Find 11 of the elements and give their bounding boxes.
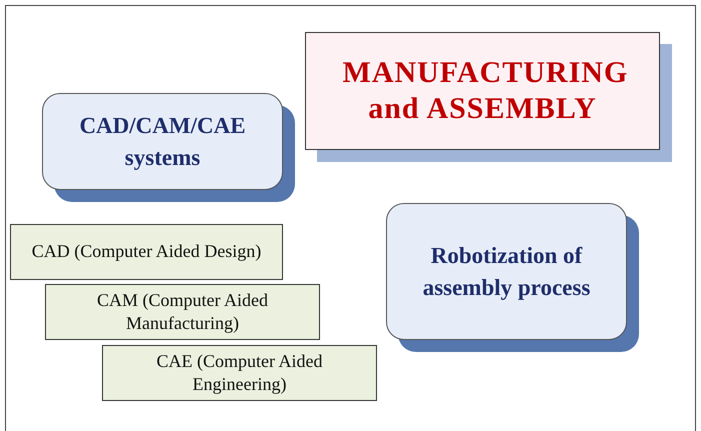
box-text: CAM (Computer Aided Manufacturing) xyxy=(96,288,269,335)
rounded-box xyxy=(386,203,627,340)
process-box xyxy=(10,224,283,280)
process-box xyxy=(102,345,377,401)
box-text: CAD (Computer Aided Design) xyxy=(32,240,262,264)
title-box xyxy=(305,32,660,150)
box-text: CAE (Computer Aided Engineering) xyxy=(156,350,324,396)
process-box xyxy=(45,284,320,340)
box-text: Robotization of assembly process xyxy=(422,242,592,302)
rounded-box xyxy=(42,93,283,190)
box-text: CAD/CAM/CAE systems xyxy=(78,112,247,172)
